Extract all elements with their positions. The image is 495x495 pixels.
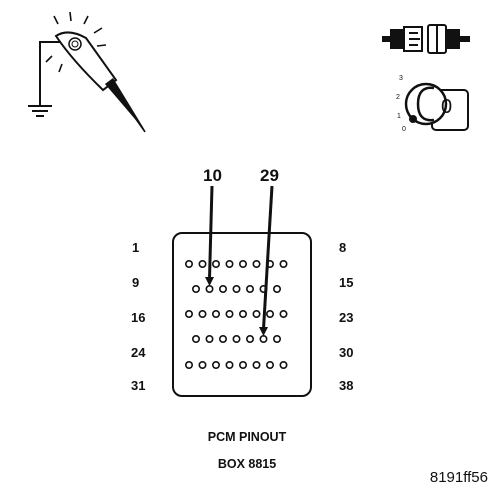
pin-cavity-3 xyxy=(212,259,221,268)
row-label-left-16: 16 xyxy=(131,310,145,325)
pin-cavity-36 xyxy=(252,360,261,369)
pin-cavity-37 xyxy=(265,360,274,369)
row-label-right-15: 15 xyxy=(339,275,353,290)
pin-cavity-1 xyxy=(185,259,194,268)
key-position-0: 0 xyxy=(402,126,406,133)
row-label-left-1: 1 xyxy=(132,240,139,255)
probe-arrow-shaft-29 xyxy=(262,185,274,330)
row-label-right-38: 38 xyxy=(339,378,353,393)
pin-cavity-13 xyxy=(246,284,255,293)
pin-cavity-35 xyxy=(239,360,248,369)
pin-cavity-29 xyxy=(259,334,268,343)
pin-cavity-23 xyxy=(279,309,288,318)
probe-arrow-head-10 xyxy=(205,277,214,286)
pin-cavity-26 xyxy=(219,334,228,343)
test-light-probe-icon xyxy=(39,11,146,133)
caption-box-number: BOX 8815 xyxy=(218,457,276,471)
pin-cavity-24 xyxy=(192,334,201,343)
pin-cavity-10 xyxy=(205,284,214,293)
probe-arrow-head-29 xyxy=(259,327,268,336)
probe-arrows xyxy=(205,185,274,336)
pin-cavity-22 xyxy=(265,309,274,318)
row-label-left-9: 9 xyxy=(132,275,139,290)
pin-cavity-15 xyxy=(272,284,281,293)
pin-cavity-34 xyxy=(225,360,234,369)
pin-cavity-27 xyxy=(232,334,241,343)
pin-cavity-4 xyxy=(225,259,234,268)
pin-cavity-28 xyxy=(246,334,255,343)
pin-cavity-38 xyxy=(279,360,288,369)
row-label-right-23: 23 xyxy=(339,310,353,325)
key-position-3: 3 xyxy=(399,75,403,82)
pin-cavity-12 xyxy=(232,284,241,293)
probe-pin-label-10: 10 xyxy=(203,166,222,185)
pin-cavity-25 xyxy=(205,334,214,343)
pin-cavity-31 xyxy=(185,360,194,369)
probe-arrow-shaft-10 xyxy=(208,185,214,280)
row-label-left-24: 24 xyxy=(131,345,146,360)
probe-pin-label-29: 29 xyxy=(260,166,279,185)
pin-cavity-6 xyxy=(252,259,261,268)
pin-cavity-2 xyxy=(198,259,207,268)
disconnected-connector-icon xyxy=(382,24,470,54)
ignition-key-icon: 3 2 1 0 0 xyxy=(396,75,469,133)
ground-symbol-icon xyxy=(28,105,52,117)
pin-cavity-5 xyxy=(239,259,248,268)
pin-cavity-32 xyxy=(198,360,207,369)
row-label-right-30: 30 xyxy=(339,345,353,360)
pin-cavity-19 xyxy=(225,309,234,318)
caption-pcm-pinout: PCM PINOUT xyxy=(208,430,287,444)
connector-pin-grid xyxy=(185,259,288,369)
row-label-left-31: 31 xyxy=(131,378,145,393)
pin-cavity-33 xyxy=(212,360,221,369)
pin-cavity-20 xyxy=(239,309,248,318)
figure-id: 8191ff56 xyxy=(430,469,488,486)
key-digit: 0 xyxy=(441,96,452,118)
row-label-right-8: 8 xyxy=(339,240,346,255)
pin-cavity-8 xyxy=(279,259,288,268)
key-position-2: 2 xyxy=(396,94,400,101)
pin-cavity-16 xyxy=(185,309,194,318)
pin-cavity-21 xyxy=(252,309,261,318)
pin-cavity-18 xyxy=(212,309,221,318)
pin-cavity-17 xyxy=(198,309,207,318)
pin-cavity-11 xyxy=(219,284,228,293)
pin-cavity-30 xyxy=(272,334,281,343)
pin-cavity-9 xyxy=(192,284,201,293)
key-position-1: 1 xyxy=(397,113,401,120)
